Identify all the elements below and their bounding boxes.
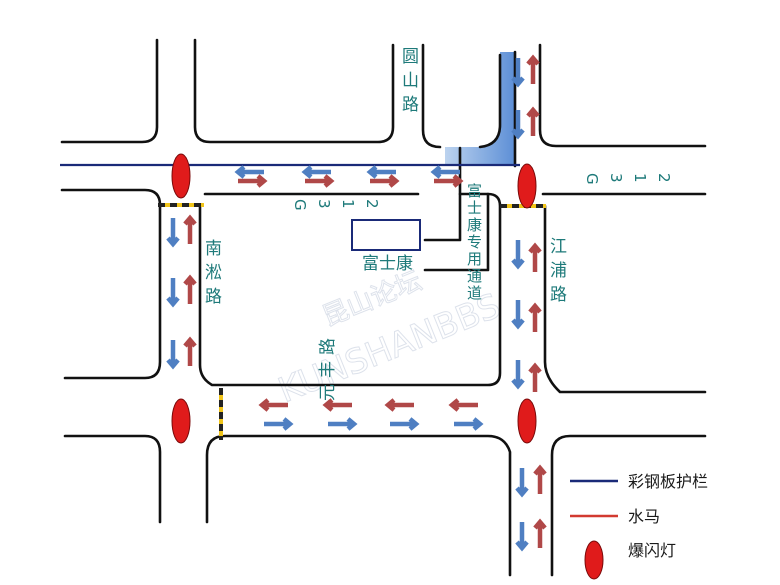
traffic-arrows <box>166 54 547 552</box>
label-g312-right-4: 2 <box>655 173 673 183</box>
flash-light-nw <box>171 153 191 199</box>
label-yuanshan-1: 圆 <box>402 47 419 67</box>
label-g312-2: 3 <box>315 199 333 209</box>
label-g312-3: 1 <box>339 199 357 209</box>
label-nansong-2: 淞 <box>205 263 222 283</box>
label-access-6: 通 <box>467 267 482 285</box>
label-yuanshan-2: 山 <box>402 71 419 91</box>
label-g312-right-1: G <box>583 173 601 185</box>
label-yuanshan-3: 路 <box>402 95 419 115</box>
label-access-3: 康 <box>467 216 482 234</box>
legend-flash-light-label: 爆闪灯 <box>628 541 676 560</box>
label-access-7: 道 <box>467 284 482 302</box>
flash-light-ne <box>517 163 537 209</box>
label-yuanfeng: 元丰路 <box>318 332 338 401</box>
label-access-1: 富 <box>467 182 482 200</box>
flash-lights <box>171 153 537 444</box>
flash-light-sw <box>171 398 191 444</box>
label-g312-right-3: 1 <box>631 173 649 183</box>
label-jiangpu-2: 浦 <box>550 261 567 281</box>
label-nansong-3: 路 <box>205 287 222 307</box>
fushikang-building <box>351 219 421 251</box>
label-jiangpu-1: 江 <box>550 237 567 257</box>
road-outlines <box>60 38 707 577</box>
legend: 彩钢板护栏 水马 爆闪灯 <box>570 472 708 580</box>
legend-fence-label: 彩钢板护栏 <box>628 472 708 491</box>
building-label: 富士康 <box>362 254 413 274</box>
road-labels: 圆 山 路 G 3 1 2 G 3 1 2 南 淞 路 江 浦 路 元丰路 富 … <box>205 47 673 401</box>
flash-light-se <box>517 398 537 444</box>
label-jiangpu-3: 路 <box>550 285 567 305</box>
label-nansong-1: 南 <box>205 239 222 259</box>
label-access-2: 士 <box>467 199 482 217</box>
label-access-4: 专 <box>467 233 482 251</box>
legend-barrier-label: 水马 <box>628 507 660 526</box>
label-g312-4: 2 <box>363 199 381 209</box>
legend-flash-light-swatch <box>584 540 604 580</box>
label-access-5: 用 <box>467 250 482 268</box>
label-g312-1: G <box>291 199 309 211</box>
label-g312-right-2: 3 <box>607 173 625 183</box>
